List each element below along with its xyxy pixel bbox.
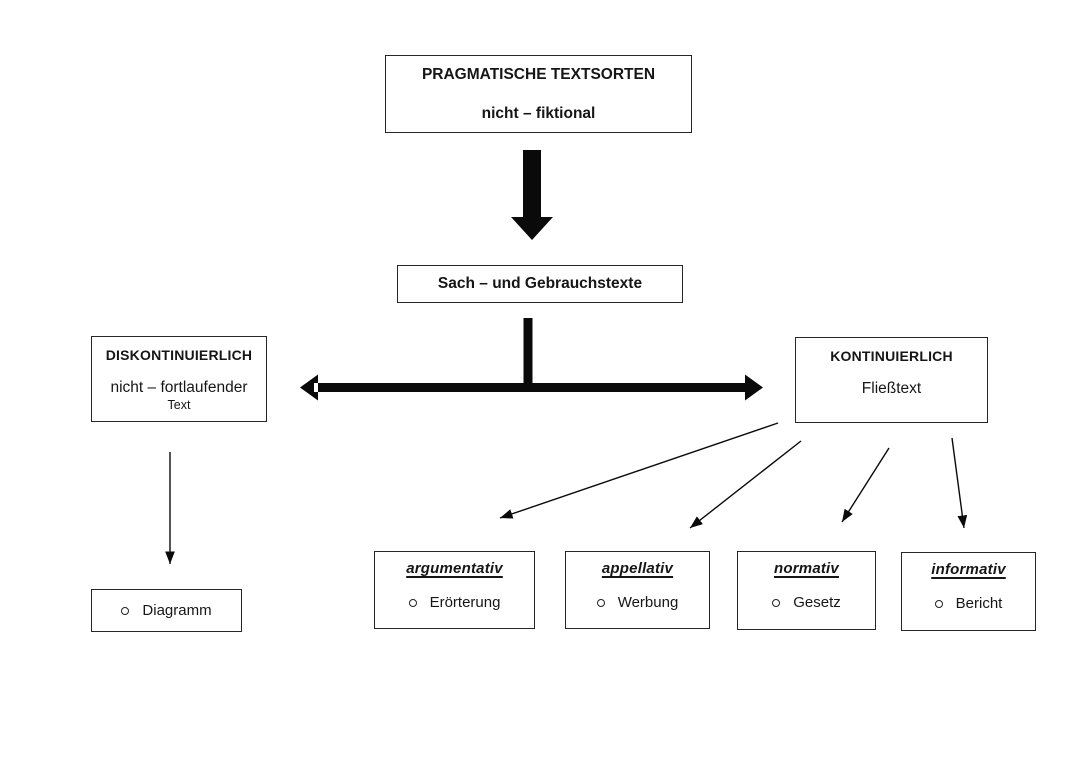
node-normativ: normativ Gesetz bbox=[737, 551, 876, 630]
thick-down-arrow-icon bbox=[511, 150, 553, 240]
normativ-title: normativ bbox=[774, 560, 839, 577]
informativ-example: Bericht bbox=[955, 595, 1003, 612]
arrow-kontinuierlich-to-informativ bbox=[951, 437, 968, 529]
diskontinuierlich-line2: nicht – fortlaufender bbox=[110, 379, 248, 396]
circle-bullet-icon bbox=[934, 599, 943, 608]
appellativ-title: appellativ bbox=[601, 560, 674, 577]
informativ-title: informativ bbox=[931, 561, 1006, 578]
root-node-title: PRAGMATISCHE TEXTSORTEN bbox=[421, 66, 656, 83]
diskontinuierlich-title: DISKONTINUIERLICH bbox=[105, 347, 253, 363]
circle-bullet-icon bbox=[772, 598, 781, 607]
node-informativ: informativ Bericht bbox=[901, 552, 1036, 631]
kontinuierlich-title: KONTINUIERLICH bbox=[830, 348, 953, 364]
circle-bullet-icon bbox=[596, 598, 605, 607]
diagramm-label: Diagramm bbox=[142, 602, 212, 619]
arrow-kontinuierlich-to-appellativ bbox=[689, 440, 802, 529]
node-diagramm: Diagramm bbox=[91, 589, 242, 632]
arrow-kontinuierlich-to-argumentativ bbox=[499, 422, 779, 519]
circle-bullet-icon bbox=[121, 606, 130, 615]
node-sach-und-gebrauchstexte: Sach – und Gebrauchstexte bbox=[397, 265, 683, 303]
node-argumentativ: argumentativ Erörterung bbox=[374, 551, 535, 629]
normativ-example: Gesetz bbox=[793, 594, 841, 611]
normativ-example-row: Gesetz bbox=[772, 593, 841, 612]
node-diskontinuierlich: DISKONTINUIERLICH nicht – fortlaufender … bbox=[91, 336, 267, 422]
node-appellativ: appellativ Werbung bbox=[565, 551, 710, 629]
arrow-kontinuierlich-to-normativ bbox=[841, 447, 890, 523]
node-kontinuierlich: KONTINUIERLICH Fließtext bbox=[795, 337, 988, 423]
t-connector-double-arrow-icon bbox=[300, 318, 763, 401]
sach-node-title: Sach – und Gebrauchstexte bbox=[437, 275, 643, 292]
circle-bullet-icon bbox=[408, 598, 417, 607]
root-node-pragmatische-textsorten: PRAGMATISCHE TEXTSORTEN nicht – fiktiona… bbox=[385, 55, 692, 133]
informativ-example-row: Bericht bbox=[934, 594, 1003, 613]
diskontinuierlich-line3: Text bbox=[167, 398, 191, 412]
argumentativ-example: Erörterung bbox=[429, 594, 501, 611]
appellativ-example: Werbung bbox=[617, 594, 679, 611]
root-node-subtitle: nicht – fiktional bbox=[481, 105, 596, 122]
argumentativ-example-row: Erörterung bbox=[408, 593, 501, 612]
appellativ-example-row: Werbung bbox=[596, 593, 679, 612]
argumentativ-title: argumentativ bbox=[406, 560, 503, 577]
kontinuierlich-line2: Fließtext bbox=[861, 380, 922, 397]
